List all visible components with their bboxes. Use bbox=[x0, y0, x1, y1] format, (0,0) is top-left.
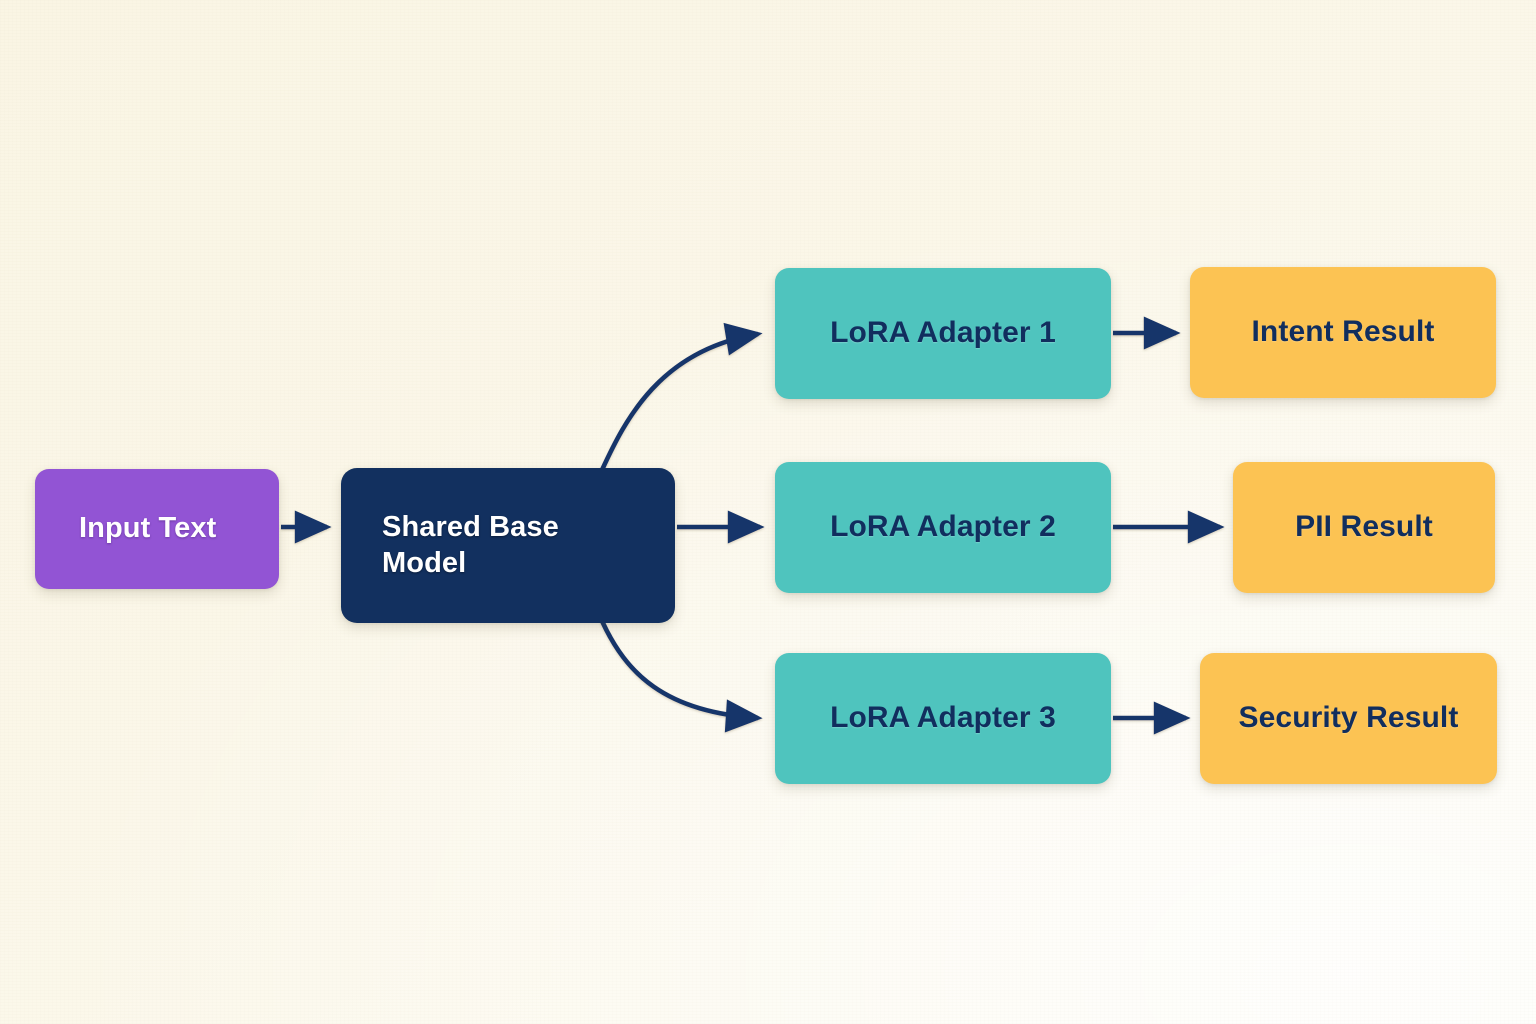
node-shared-base-model-label: Shared Base Model bbox=[382, 510, 675, 581]
node-lora-adapter-1[interactable]: LoRA Adapter 1 bbox=[775, 268, 1111, 399]
edge-base-to-adapter-3 bbox=[599, 620, 763, 733]
node-intent-result[interactable]: Intent Result bbox=[1190, 267, 1496, 398]
node-shared-base-model-line-1: Shared Base bbox=[382, 511, 559, 544]
node-shared-base-model-line-2: Model bbox=[382, 546, 467, 579]
edge-base-to-adapter-1 bbox=[599, 322, 763, 471]
node-lora-adapter-3-label: LoRA Adapter 3 bbox=[830, 701, 1056, 735]
node-lora-adapter-2[interactable]: LoRA Adapter 2 bbox=[775, 462, 1111, 593]
node-lora-adapter-2-label: LoRA Adapter 2 bbox=[830, 510, 1056, 544]
node-pii-result[interactable]: PII Result bbox=[1233, 462, 1495, 593]
node-lora-adapter-3[interactable]: LoRA Adapter 3 bbox=[775, 653, 1111, 784]
node-lora-adapter-1-label: LoRA Adapter 1 bbox=[830, 316, 1056, 350]
node-security-result[interactable]: Security Result bbox=[1200, 653, 1497, 784]
node-pii-result-label: PII Result bbox=[1295, 510, 1433, 544]
node-shared-base-model[interactable]: Shared Base Model bbox=[341, 468, 675, 623]
node-intent-result-label: Intent Result bbox=[1251, 315, 1435, 349]
node-input-text-label: Input Text bbox=[79, 512, 217, 545]
node-security-result-label: Security Result bbox=[1238, 701, 1459, 735]
node-input-text[interactable]: Input Text bbox=[35, 469, 279, 589]
